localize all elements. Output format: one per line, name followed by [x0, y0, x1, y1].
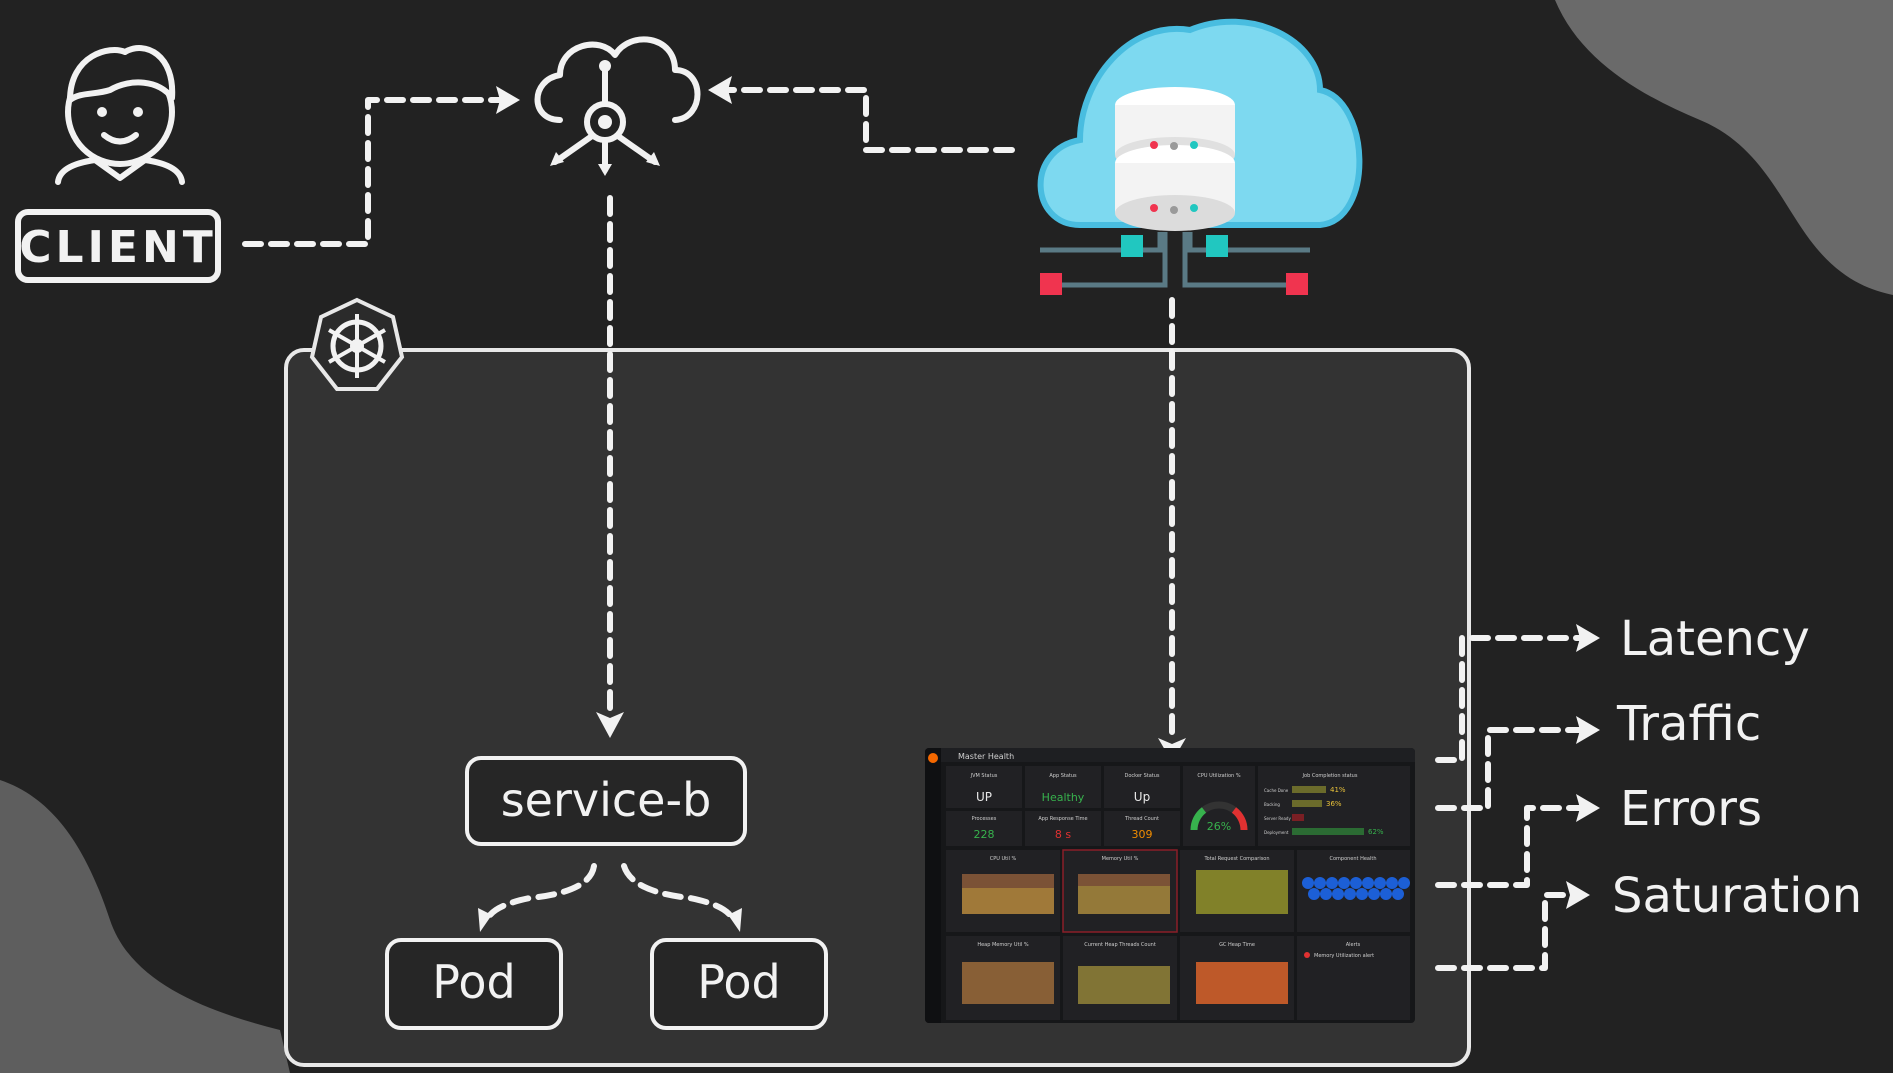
panel-threads-value: 309 — [1132, 828, 1153, 841]
database-to-gateway-arrow — [725, 87, 1015, 153]
panel-req-title: Total Request Comparison — [1203, 856, 1269, 862]
panel-jvm-title: JVM Status — [970, 773, 998, 779]
service-to-pod-left-arrow — [485, 863, 597, 921]
api-gateway-cloud-icon — [534, 36, 701, 176]
kubernetes-icon — [309, 297, 405, 391]
bar-label-2: Server Ready — [1264, 816, 1291, 821]
panel-processes-title: Processes — [972, 816, 997, 822]
panel-cpu-title: CPU Utilization % — [1197, 773, 1240, 779]
bar-value-0: 41% — [1330, 786, 1346, 794]
service-b-box — [465, 756, 747, 846]
background-blob-bottom-left — [0, 780, 290, 1073]
service-b-label: service-b — [501, 773, 712, 827]
signal-arrows — [1435, 624, 1600, 971]
bar-value-1: 36% — [1326, 800, 1342, 808]
pod-label-left: Pod — [432, 955, 515, 1009]
pod-box-left — [385, 938, 563, 1030]
panel-heap-title: Heap Memory Util % — [977, 942, 1029, 948]
signal-latency-label: Latency — [1620, 611, 1810, 667]
panel-resp-title: App Response Time — [1038, 816, 1087, 822]
bar-label-0: Cache Done — [1264, 788, 1289, 793]
monitoring-dashboard: Master Health JVM Status UP App Status H… — [925, 748, 1415, 1023]
client-to-gateway-arrow — [242, 97, 503, 247]
panel-job-title: Job Completion status — [1302, 773, 1358, 779]
panel-processes-value: 228 — [974, 828, 995, 841]
panel-threads-title: Thread Count — [1124, 816, 1159, 822]
signal-traffic-label: Traffic — [1616, 696, 1761, 752]
panel-health-title: Component Health — [1329, 856, 1376, 862]
client-icon — [15, 45, 221, 283]
bar-value-3: 62% — [1368, 828, 1384, 836]
panel-app-title: App Status — [1049, 773, 1077, 779]
pod-box-right — [650, 938, 828, 1030]
panel-alerts-title: Alerts — [1346, 942, 1361, 948]
signal-saturation-label: Saturation — [1612, 868, 1862, 924]
panel-mempct-title: Memory Util % — [1102, 856, 1139, 862]
signal-errors-label: Errors — [1620, 781, 1762, 837]
panel-alert-item: Memory Utilization alert — [1314, 953, 1374, 959]
bar-label-3: Deployment — [1264, 830, 1289, 835]
background-blob-top-right — [1555, 0, 1893, 295]
panel-docker-title: Docker Status — [1124, 773, 1159, 779]
panel-jvm-value: UP — [976, 790, 992, 804]
client-label: CLIENT — [19, 222, 217, 273]
panel-heapthreads-title: Current Heap Threads Count — [1084, 942, 1156, 948]
dashboard-title: Master Health — [958, 752, 1014, 761]
panel-cpupct-title: CPU Util % — [990, 856, 1017, 862]
service-to-pod-right-arrow — [621, 863, 735, 921]
panel-app-value: Healthy — [1042, 791, 1085, 804]
panel-cpu-value: 26% — [1207, 820, 1231, 833]
panel-gc-title: GC Heap Time — [1219, 942, 1255, 948]
database-cloud-icon — [1037, 18, 1363, 295]
bar-label-1: Backing — [1264, 802, 1280, 807]
pod-label-right: Pod — [697, 955, 780, 1009]
panel-resp-value: 8 s — [1055, 828, 1071, 841]
panel-docker-value: Up — [1134, 790, 1150, 804]
